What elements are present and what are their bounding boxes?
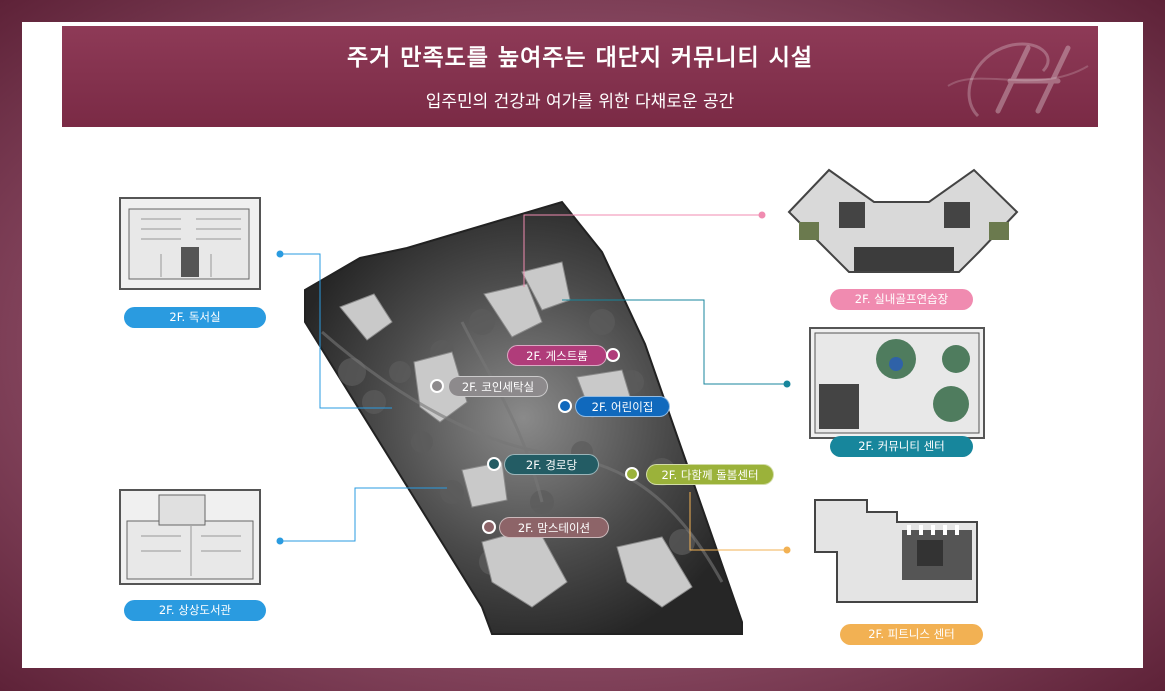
endpoint-fitness — [783, 546, 791, 554]
marker-moms-station — [482, 520, 496, 534]
plan-library — [119, 489, 261, 585]
plan-fitness — [807, 492, 982, 607]
label-fitness: 2F. 피트니스 센터 — [840, 624, 983, 645]
label-community: 2F. 커뮤니티 센터 — [830, 436, 973, 457]
floor-plan-drawing — [126, 494, 254, 580]
header-banner: 주거 만족도를 높여주는 대단지 커뮤니티 시설 입주민의 건강과 여가를 위한… — [62, 26, 1098, 127]
connector-lines — [280, 214, 787, 551]
label-golf: 2F. 실내골프연습장 — [830, 289, 973, 310]
tag-guest-room: 2F. 게스트룸 — [507, 345, 607, 366]
connector-library — [280, 487, 447, 542]
connector-community — [562, 299, 787, 385]
brochure-sheet: 주거 만족도를 높여주는 대단지 커뮤니티 시설 입주민의 건강과 여가를 위한… — [22, 22, 1143, 668]
tag-moms-station: 2F. 맘스테이션 — [499, 517, 609, 538]
floor-plan-drawing — [814, 499, 978, 603]
page-title: 주거 만족도를 높여주는 대단지 커뮤니티 시설 — [346, 45, 814, 71]
page-subtitle: 입주민의 건강과 여가를 위한 다채로운 공간 — [425, 92, 735, 112]
plan-community — [809, 327, 985, 439]
label-library: 2F. 상상도서관 — [124, 600, 266, 621]
marker-care-center — [625, 467, 639, 481]
endpoint-library — [276, 537, 284, 545]
h-monogram-icon — [947, 42, 1089, 118]
site-map-area — [304, 200, 743, 635]
marker-senior — [487, 457, 501, 471]
plan-reading-room — [119, 197, 261, 290]
label-reading-room: 2F. 독서실 — [124, 307, 266, 328]
connector-fitness — [689, 492, 787, 551]
plan-golf — [779, 162, 1024, 275]
connector-endpoints — [276, 211, 791, 554]
marker-laundry — [430, 379, 444, 393]
endpoint-golf — [758, 211, 766, 219]
marker-guest-room — [606, 348, 620, 362]
tag-care-center: 2F. 다함께 돌봄센터 — [646, 464, 774, 485]
floor-plan-drawing — [787, 168, 1019, 273]
tag-daycare: 2F. 어린이집 — [575, 396, 670, 417]
marker-daycare — [558, 399, 572, 413]
connector-golf — [523, 214, 762, 287]
endpoint-community — [783, 380, 791, 388]
connector-reading-room — [280, 253, 392, 409]
buildings — [339, 261, 693, 608]
tag-laundry: 2F. 코인세탁실 — [448, 376, 548, 397]
endpoint-reading-room — [276, 250, 284, 258]
floor-plan-drawing — [814, 332, 980, 434]
site-map — [276, 200, 791, 635]
tag-senior: 2F. 경로당 — [504, 454, 599, 475]
floor-plan-drawing — [128, 208, 250, 280]
